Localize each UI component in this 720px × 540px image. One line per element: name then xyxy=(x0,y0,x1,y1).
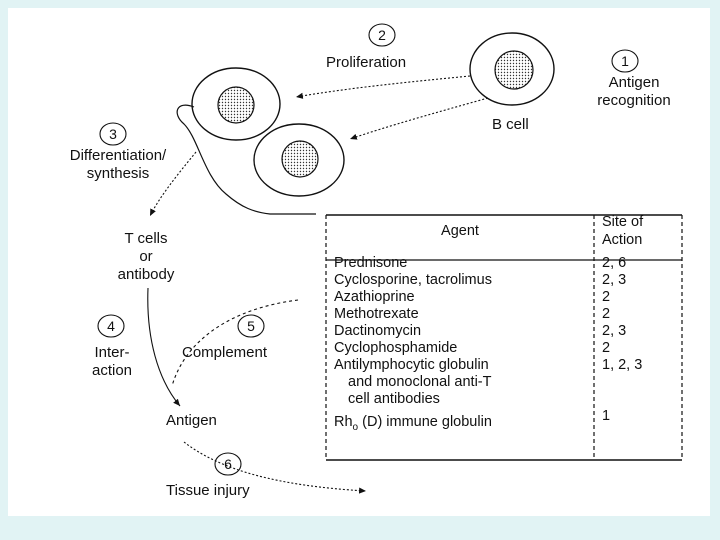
arrow-interaction xyxy=(147,287,181,407)
table-row: Azathioprine 2 xyxy=(326,289,682,306)
diagram-lines xyxy=(97,23,683,494)
step-label-complement: Complement xyxy=(182,344,268,361)
arrow-bcell-to-cell xyxy=(349,97,489,140)
step-circle-3 xyxy=(99,122,127,146)
step-label-line: action xyxy=(91,362,133,379)
site-cell: 2, 3 xyxy=(602,272,627,288)
table-row: Methotrexate 2 xyxy=(326,306,682,323)
site-cell: 2 xyxy=(602,340,611,356)
agent-line: and monoclonal anti-T xyxy=(348,374,492,390)
header-site-of-action: Site of Action xyxy=(594,211,682,255)
table-row: Antilymphocytic globulin and monoclonal … xyxy=(326,357,682,408)
table-frame xyxy=(325,214,683,461)
agent-cell: Azathioprine xyxy=(334,289,415,305)
t-cells-line: or xyxy=(139,248,153,265)
header-site-line: Site of xyxy=(602,214,644,230)
slide: 1 2 3 4 5 6 Antigen recognition Prolifer… xyxy=(8,8,710,516)
table-row: Prednisone 2, 6 xyxy=(326,255,682,272)
arrow-tissue-injury xyxy=(183,441,367,494)
table-row: Rho (D) immune globulin 1 xyxy=(326,408,682,436)
arrow-proliferation xyxy=(295,75,471,99)
step-label-differentiation: Differentiation/ synthesis xyxy=(48,147,188,183)
arrow-complement xyxy=(171,299,299,387)
agent-cell: Cyclosporine, tacrolimus xyxy=(334,272,492,288)
header-site-line: Action xyxy=(602,232,643,248)
step-label-line: Inter- xyxy=(94,344,130,361)
step-label-proliferation: Proliferation xyxy=(326,54,407,71)
step-circle-4 xyxy=(97,314,125,338)
step-label-interaction: Inter- action xyxy=(82,344,142,380)
step-number-5: 5 xyxy=(247,318,255,334)
agent-line: Antilymphocytic globulin xyxy=(334,357,489,373)
site-cell: 2, 3 xyxy=(602,323,627,339)
step-number-1: 1 xyxy=(621,53,629,69)
site-cell: 2, 6 xyxy=(602,255,627,271)
agent-cell: Prednisone xyxy=(334,255,408,271)
agent-cell: Cyclophosphamide xyxy=(334,340,458,356)
step-circle-6 xyxy=(214,452,242,476)
site-cell: 2 xyxy=(602,289,611,305)
step-label-tissue-injury: Tissue injury xyxy=(166,482,250,499)
agent-line: cell antibodies xyxy=(348,391,440,407)
table-header-row: Agent Site of Action xyxy=(326,211,682,255)
site-cell: 1 xyxy=(602,408,611,424)
proliferated-cell-icon xyxy=(253,123,345,197)
cell-group-bracket xyxy=(176,104,316,215)
antigen-label: Antigen xyxy=(166,412,217,429)
b-cell-label: B cell xyxy=(492,116,529,133)
step-label-line: synthesis xyxy=(86,165,150,182)
table-row: Cyclophosphamide 2 xyxy=(326,340,682,357)
step-label-line: Differentiation/ xyxy=(69,147,167,164)
site-cell: 1, 2, 3 xyxy=(602,357,643,373)
agent-text: (D) immune globulin xyxy=(358,414,492,430)
table-row: Cyclosporine, tacrolimus 2, 3 xyxy=(326,272,682,289)
agent-cell: Rho (D) immune globulin xyxy=(326,408,594,436)
proliferated-cell-icon xyxy=(191,67,281,141)
agent-subscript: o xyxy=(352,421,359,433)
agent-cell: Methotrexate xyxy=(334,306,419,322)
step-number-6: 6 xyxy=(224,456,232,472)
step-circle-1 xyxy=(611,49,639,73)
step-number-3: 3 xyxy=(109,126,117,142)
arrow-differentiation xyxy=(149,151,197,217)
t-cells-line: T cells xyxy=(124,230,168,247)
t-cells-label: T cells or antibody xyxy=(96,230,196,284)
agent-cell: Antilymphocytic globulin and monoclonal … xyxy=(326,357,594,408)
agents-table: Agent Site of Action Prednisone 2, 6 Cyc… xyxy=(326,211,682,436)
step-circle-2 xyxy=(368,23,396,47)
step-number-4: 4 xyxy=(107,318,115,334)
agent-cell: Dactinomycin xyxy=(334,323,422,339)
step-circle-5 xyxy=(237,314,265,338)
step-label-antigen-recognition: Antigen recognition xyxy=(576,74,692,110)
step-label-line: recognition xyxy=(597,92,671,109)
table-row: Dactinomycin 2, 3 xyxy=(326,323,682,340)
step-label-line: Antigen xyxy=(608,74,660,91)
site-cell: 2 xyxy=(602,306,611,322)
t-cells-line: antibody xyxy=(117,266,175,283)
agent-text: Rh xyxy=(334,414,353,430)
b-cell-icon xyxy=(469,32,555,106)
step-number-2: 2 xyxy=(378,27,386,43)
header-agent: Agent xyxy=(441,222,479,239)
